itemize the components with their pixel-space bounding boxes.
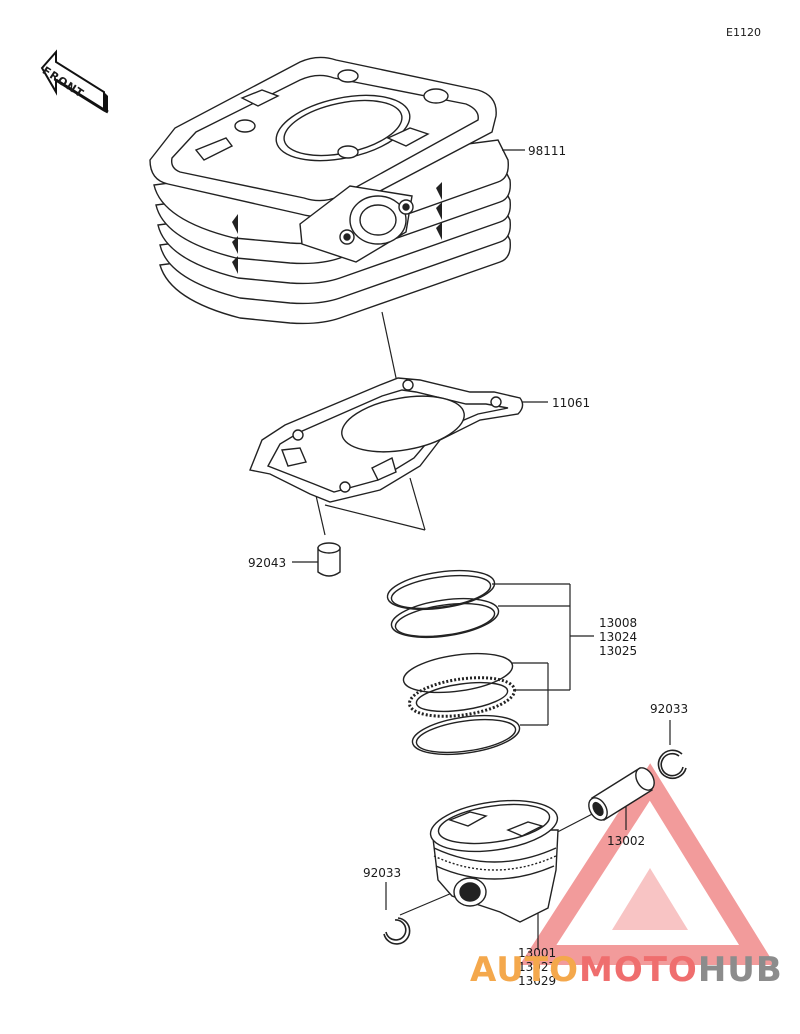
part-number-clip-right: 92033 bbox=[650, 702, 689, 716]
diagram-code: E1120 bbox=[726, 26, 761, 39]
dowel-pin bbox=[317, 542, 341, 577]
piston-number-1: 13001 bbox=[518, 946, 557, 960]
part-numbers-piston: 13001 13027 13029 bbox=[518, 946, 556, 988]
front-arrow-icon bbox=[40, 49, 109, 114]
piston-rings bbox=[386, 569, 521, 756]
part-number-clip-left: 92033 bbox=[363, 866, 402, 880]
watermark-logo bbox=[519, 763, 775, 965]
ring-set-number-3: 13025 bbox=[599, 644, 638, 658]
circlip-right bbox=[657, 749, 687, 780]
watermark-moto: MOTO bbox=[578, 950, 698, 990]
cylinder-block bbox=[149, 56, 511, 325]
part-number-dowel-pin: 92043 bbox=[248, 556, 287, 570]
watermark-hub: HUB bbox=[697, 950, 783, 990]
part-number-gasket: 11061 bbox=[552, 396, 591, 410]
ring-set-number-1: 13008 bbox=[599, 616, 638, 630]
part-numbers-ring-set: 13008 13024 13025 bbox=[599, 616, 637, 658]
watermark-text: AUTOMOTOHUB bbox=[470, 950, 783, 990]
piston-number-2: 13027 bbox=[518, 960, 557, 974]
part-number-piston-pin: 13002 bbox=[607, 834, 646, 848]
circlip-left bbox=[383, 917, 411, 945]
cylinder-gasket bbox=[249, 377, 524, 503]
piston-pin bbox=[588, 767, 655, 821]
piston bbox=[429, 799, 559, 923]
part-number-cylinder: 98111 bbox=[528, 144, 567, 158]
piston-number-3: 13029 bbox=[518, 974, 557, 988]
watermark-auto: AUTO bbox=[470, 950, 579, 990]
ring-set-number-2: 13024 bbox=[599, 630, 638, 644]
